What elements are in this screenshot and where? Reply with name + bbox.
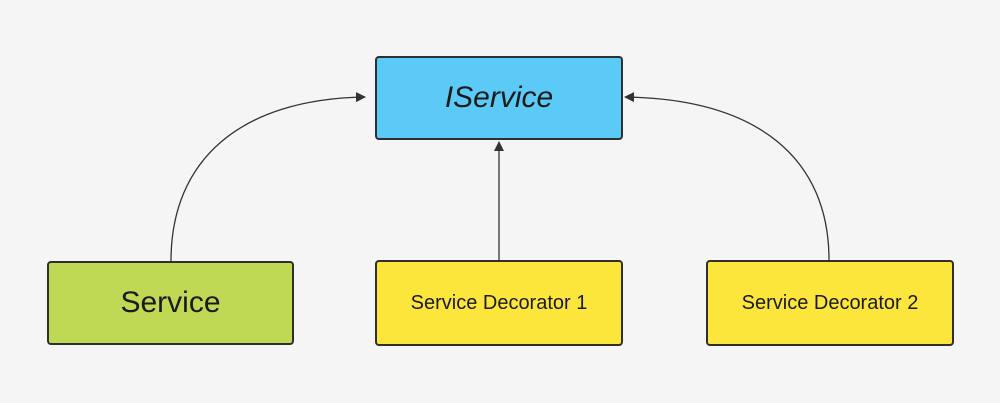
node-service-decorator-2[interactable]: Service Decorator 2 <box>706 260 954 346</box>
node-iservice[interactable]: IService <box>375 56 623 140</box>
edge-decorator-2-to-interface <box>624 92 830 261</box>
edge-service-to-interface <box>170 92 366 262</box>
node-service-decorator-1[interactable]: Service Decorator 1 <box>375 260 623 346</box>
node-service[interactable]: Service <box>47 261 294 345</box>
